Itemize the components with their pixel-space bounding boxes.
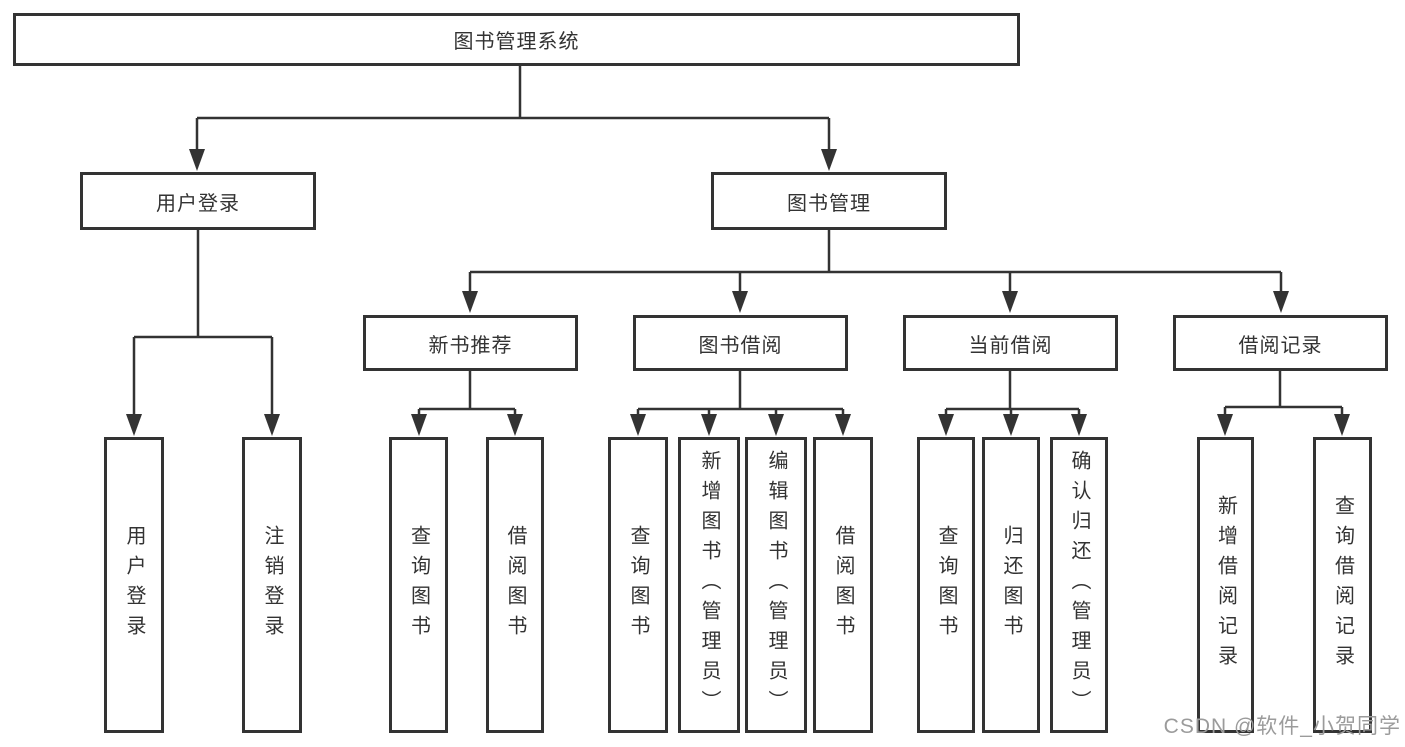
connector-borrowing-records-children	[1217, 371, 1350, 436]
leaf-user-login-label: 用户登录	[123, 525, 145, 645]
leaf-logout-label: 注销登录	[261, 525, 283, 645]
leaf-edit-books-admin-label: 编辑图书（管理员）	[765, 450, 787, 720]
leaf-confirm-return-admin: 确认归还（管理员）	[1050, 437, 1108, 733]
leaf-query-books-2-label: 查询图书	[627, 525, 649, 645]
leaf-query-books-1: 查询图书	[389, 437, 448, 733]
leaf-query-borrow-record: 查询借阅记录	[1313, 437, 1372, 733]
leaf-borrow-books-1: 借阅图书	[486, 437, 544, 733]
leaf-query-books-1-label: 查询图书	[407, 525, 430, 645]
connector-new-book-recommend-children	[411, 371, 523, 436]
leaf-add-books-admin: 新增图书（管理员）	[678, 437, 740, 733]
node-borrowing-records: 借阅记录	[1173, 315, 1388, 371]
node-root: 图书管理系统	[13, 13, 1020, 66]
node-new-book-recommend: 新书推荐	[363, 315, 578, 371]
connector-book-management-children	[462, 230, 1289, 313]
node-book-borrowing: 图书借阅	[633, 315, 848, 371]
leaf-add-borrow-record: 新增借阅记录	[1197, 437, 1254, 733]
csdn-watermark: CSDN @软件_小贺同学	[1163, 715, 1401, 738]
leaf-user-login: 用户登录	[104, 437, 164, 733]
leaf-query-books-2: 查询图书	[608, 437, 668, 733]
leaf-logout: 注销登录	[242, 437, 302, 733]
leaf-return-books: 归还图书	[982, 437, 1040, 733]
leaf-borrow-books-2-label: 借阅图书	[832, 525, 854, 645]
connector-user-login-children	[126, 230, 280, 436]
node-current-borrowing: 当前借阅	[903, 315, 1118, 371]
node-book-management: 图书管理	[711, 172, 947, 230]
leaf-query-books-3: 查询图书	[917, 437, 975, 733]
leaf-confirm-return-admin-label: 确认归还（管理员）	[1068, 450, 1090, 720]
leaf-add-borrow-record-label: 新增借阅记录	[1214, 495, 1237, 675]
connector-current-borrowing-children	[938, 371, 1087, 436]
leaf-query-borrow-record-label: 查询借阅记录	[1331, 495, 1354, 675]
node-user-login: 用户登录	[80, 172, 316, 230]
leaf-query-books-3-label: 查询图书	[935, 525, 957, 645]
leaf-borrow-books-2: 借阅图书	[813, 437, 873, 733]
leaf-borrow-books-1-label: 借阅图书	[504, 525, 526, 645]
connector-root-to-level1	[189, 66, 837, 171]
leaf-edit-books-admin: 编辑图书（管理员）	[745, 437, 807, 733]
leaf-return-books-label: 归还图书	[1000, 525, 1022, 645]
leaf-add-books-admin-label: 新增图书（管理员）	[698, 450, 720, 720]
connector-book-borrowing-children	[630, 371, 851, 436]
